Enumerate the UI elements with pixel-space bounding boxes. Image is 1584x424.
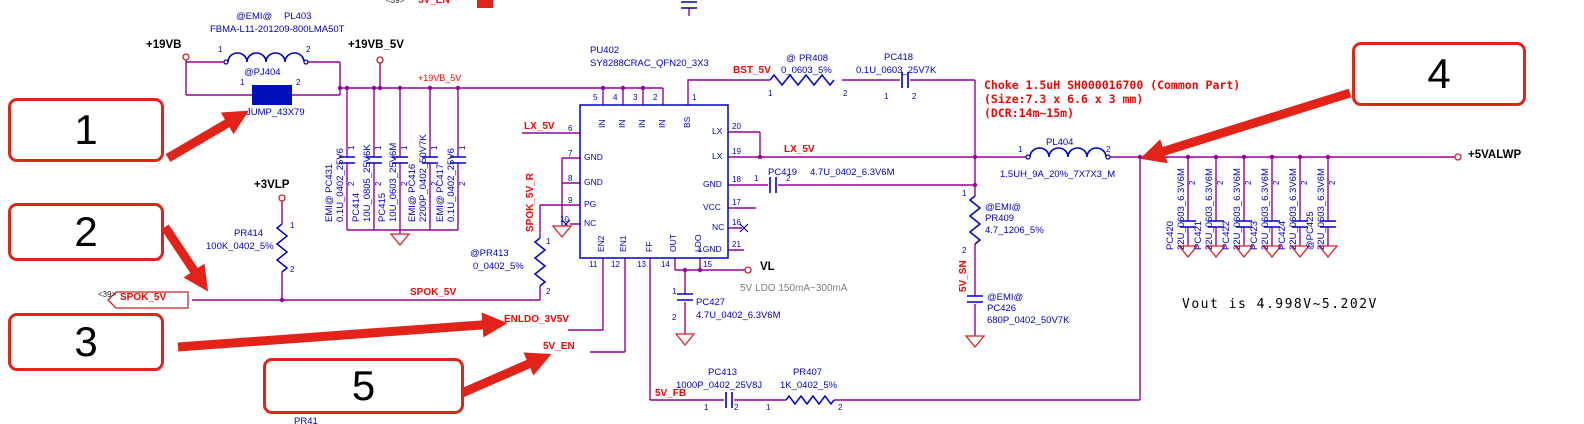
capacitor-plates — [339, 1, 1336, 408]
arrow-5 — [460, 352, 552, 398]
arrow-4 — [1139, 88, 1352, 164]
nc-x-marks — [561, 219, 749, 233]
arrow-3 — [177, 312, 508, 352]
terminal-icons — [182, 53, 1462, 274]
callout-5-number: 5 — [351, 362, 376, 409]
callout-2: 2 — [8, 203, 164, 261]
annotation-arrows — [161, 88, 1352, 398]
callout-2-number: 2 — [74, 208, 98, 255]
jumper-pj404 — [252, 85, 292, 105]
arrow-1 — [165, 110, 249, 162]
callout-4: 4 — [1352, 42, 1526, 106]
callout-1-number: 1 — [74, 106, 98, 153]
callout-3-number: 3 — [74, 318, 98, 365]
callout-5: 5 — [263, 358, 464, 414]
callout-4-number: 4 — [1427, 50, 1451, 97]
wires — [185, 8, 1455, 401]
ground-icons — [389, 225, 1339, 349]
callout-3: 3 — [8, 313, 164, 371]
offpage-connector — [107, 291, 189, 309]
inductor-pin-circles — [223, 59, 1111, 160]
partial-net-flag — [477, 0, 493, 8]
inductor-pl403 — [227, 52, 305, 63]
ic-pu402-outline — [579, 104, 729, 259]
arrow-2 — [161, 224, 208, 292]
resistor-zigzags — [275, 73, 982, 406]
callout-1: 1 — [8, 98, 164, 162]
junction-dots — [279, 85, 1331, 303]
inductor-pl404 — [1029, 147, 1107, 158]
